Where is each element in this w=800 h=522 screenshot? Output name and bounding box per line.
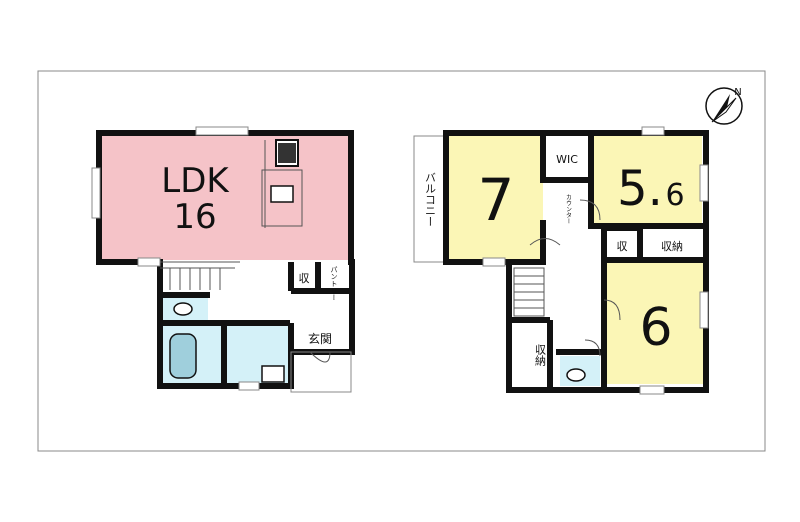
toilet-icon (173, 302, 193, 316)
door-swing-toilet (584, 339, 601, 357)
storage-vertical-label: 収納 (534, 344, 547, 367)
pantry-label: パントリー (330, 266, 338, 301)
bedroom-5-6 (593, 136, 702, 226)
wic-label: WIC (556, 153, 578, 166)
door-swing-6 (603, 299, 621, 321)
room-7-size: 7 (478, 166, 515, 234)
ldk-area (99, 136, 349, 260)
ldk-label: LDK (161, 161, 230, 201)
door-swing-7 (529, 238, 561, 246)
compass-icon: N (705, 87, 743, 125)
stairs-first (160, 267, 235, 290)
kitchen-sink-icon (270, 185, 294, 203)
balcony (413, 135, 447, 263)
door-swing-5-6 (579, 199, 601, 221)
bedroom-6 (606, 260, 704, 384)
porch (290, 351, 352, 393)
first-floor: LDK 16 収 パントリー 玄関 (91, 126, 355, 393)
wic-room (543, 136, 591, 176)
counter-label: カウンター (565, 194, 572, 224)
balcony-label: バルコニー (424, 172, 437, 227)
room-5-6-size: 5. (617, 161, 663, 217)
second-floor: バルコニー 7 WIC 5. 6 カウンター 収 収納 6 収納 (413, 126, 709, 395)
storage-small-label: 収 (617, 240, 628, 253)
storage-wide-label: 収納 (661, 240, 683, 253)
second-floor-outer-wall (443, 130, 709, 393)
entrance-door-swing (309, 351, 331, 363)
bedroom-7 (448, 136, 543, 260)
toilet-icon-second (566, 368, 586, 382)
stairs-second (513, 267, 545, 317)
ldk-size: 16 (173, 197, 216, 237)
storage-label-first: 収 (299, 272, 310, 285)
bathtub-icon (169, 333, 197, 379)
washbasin-icon (261, 365, 285, 383)
room-6-size: 6 (639, 298, 672, 358)
burner-icon (278, 143, 296, 163)
entrance-label: 玄関 (308, 331, 332, 346)
compass-north-label: N (734, 87, 741, 98)
room-5-6-decimal: 6 (665, 178, 684, 213)
